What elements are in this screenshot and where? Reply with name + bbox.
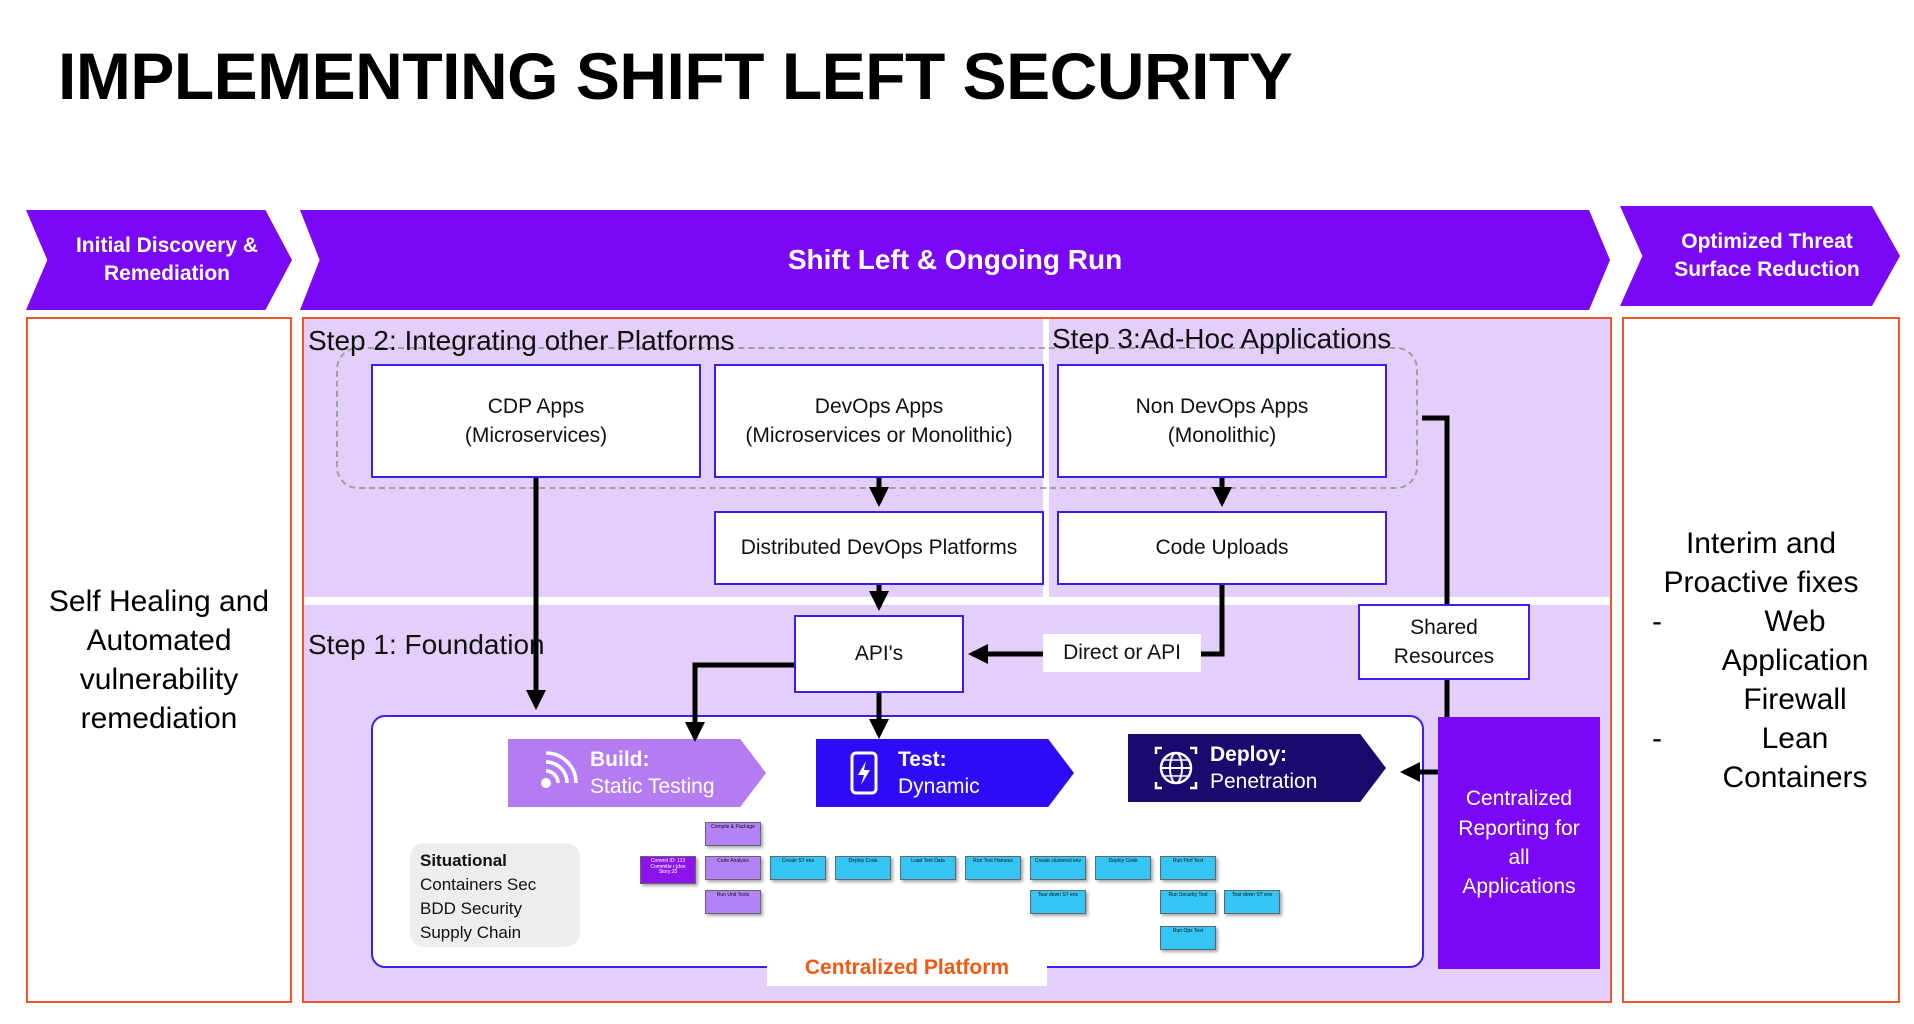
- connector-nondevops-shared: [1422, 415, 1450, 604]
- build-subtitle: Static Testing: [590, 775, 715, 798]
- threat-reduction-panel: Interim and Proactive fixes - Web Applic…: [1622, 317, 1900, 1003]
- non-devops-apps-title: Non DevOps Apps: [1135, 394, 1309, 418]
- distributed-devops-box: Distributed DevOps Platforms: [714, 511, 1044, 585]
- situational-box: Situational Containers Sec BDD Security …: [410, 843, 580, 947]
- pipeline-stage: Load Test Data: [900, 856, 956, 880]
- connector-uploads-direct: [1201, 585, 1225, 657]
- build-title: Build:: [590, 747, 650, 771]
- pipeline-stage: Run Perf Test: [1160, 856, 1216, 880]
- apis-box: API's: [794, 615, 964, 693]
- non-devops-apps-subtitle: (Monolithic): [1167, 424, 1277, 447]
- situational-item: Containers Sec: [420, 875, 537, 895]
- centralized-platform-label: Centralized Platform: [767, 950, 1047, 986]
- pipeline-stage: Deploy Code: [1095, 856, 1151, 880]
- mobile-lightning-icon: [840, 749, 888, 797]
- globe-icon: [1152, 744, 1200, 792]
- bullet-dash: -: [1652, 604, 1662, 638]
- shared-resources-line1: Shared: [1410, 615, 1478, 639]
- pipeline-stage: Run Security Test: [1160, 890, 1216, 914]
- situational-item: BDD Security: [420, 899, 523, 919]
- centralized-reporting-box: Centralized Reporting for all Applicatio…: [1438, 717, 1600, 969]
- centralized-reporting-text: Centralized Reporting for all Applicatio…: [1458, 787, 1580, 899]
- cdp-apps-subtitle: (Microservices): [464, 424, 608, 447]
- arrow-apis-to-build: [685, 662, 794, 742]
- fixes-item-label: Lean Containers: [1722, 721, 1868, 794]
- pipeline-stage: Code Analysis: [705, 856, 761, 880]
- banner-shift-left: Shift Left & Ongoing Run: [300, 210, 1610, 310]
- pipeline-stage: Run Unit Tests: [705, 890, 761, 914]
- cdp-apps-title: CDP Apps: [487, 394, 585, 418]
- step3-label: Step 3:Ad-Hoc Applications: [1052, 323, 1392, 354]
- cdp-apps-box: CDP Apps (Microservices): [371, 364, 701, 478]
- situational-heading: Situational: [420, 851, 507, 870]
- pipeline-stage: Create ST env: [770, 856, 826, 880]
- fixes-item: - Web Application Firewall: [1624, 602, 1898, 719]
- pipeline-stage: Tear down ST env: [1224, 890, 1280, 914]
- test-title: Test:: [898, 747, 947, 771]
- devops-apps-box: DevOps Apps (Microservices or Monolithic): [714, 364, 1044, 478]
- radar-icon: [532, 749, 580, 797]
- code-uploads-box: Code Uploads: [1057, 511, 1387, 585]
- banner-threat-reduction: Optimized Threat Surface Reduction: [1620, 206, 1900, 306]
- fixes-heading: Interim and Proactive fixes: [1663, 526, 1859, 599]
- pipeline-stage: Compile & Package: [705, 822, 761, 846]
- fixes-list: Interim and Proactive fixes - Web Applic…: [1624, 524, 1898, 797]
- pipeline-stage: Tear down ST env: [1030, 890, 1086, 914]
- bullet-dash: -: [1652, 721, 1662, 755]
- test-phase: Test: Dynamic: [816, 739, 1074, 807]
- horizontal-divider: [304, 597, 1610, 605]
- shared-resources-line2: Resources: [1393, 645, 1495, 668]
- pipeline-stage: Run Test Harness: [965, 856, 1021, 880]
- page-title: IMPLEMENTING SHIFT LEFT SECURITY: [58, 39, 1293, 113]
- vertical-divider: [1043, 319, 1049, 597]
- fixes-item-label: Web Application Firewall: [1721, 604, 1869, 716]
- build-phase: Build: Static Testing: [508, 739, 766, 807]
- step1-label: Step 1: Foundation: [308, 629, 545, 660]
- pipeline-stage: Create clustered env: [1030, 856, 1086, 880]
- banner-initial-discovery: Initial Discovery & Remediation: [26, 210, 292, 310]
- remediation-panel: Self Healing and Automated vulnerability…: [26, 317, 292, 1003]
- devops-apps-title: DevOps Apps: [814, 394, 944, 418]
- situational-item: Supply Chain: [420, 923, 522, 943]
- deploy-title: Deploy:: [1210, 742, 1288, 766]
- direct-or-api-label: Direct or API: [1043, 634, 1201, 672]
- commit-card: Commit ID: 113 Committe r:jdoe Story:25: [640, 856, 696, 884]
- test-subtitle: Dynamic: [898, 775, 980, 798]
- deploy-subtitle: Penetration: [1210, 770, 1318, 793]
- pipeline-stage: Deploy Code: [835, 856, 891, 880]
- remediation-text: Self Healing and Automated vulnerability…: [48, 585, 270, 735]
- step2-label: Step 2: Integrating other Platforms: [308, 325, 735, 356]
- devops-apps-subtitle: (Microservices or Monolithic): [745, 424, 1013, 447]
- fixes-item: - Lean Containers: [1624, 719, 1898, 797]
- pipeline-stage: Run Ops Test: [1160, 926, 1216, 950]
- deploy-phase: Deploy: Penetration: [1128, 734, 1386, 802]
- non-devops-apps-box: Non DevOps Apps (Monolithic): [1057, 364, 1387, 478]
